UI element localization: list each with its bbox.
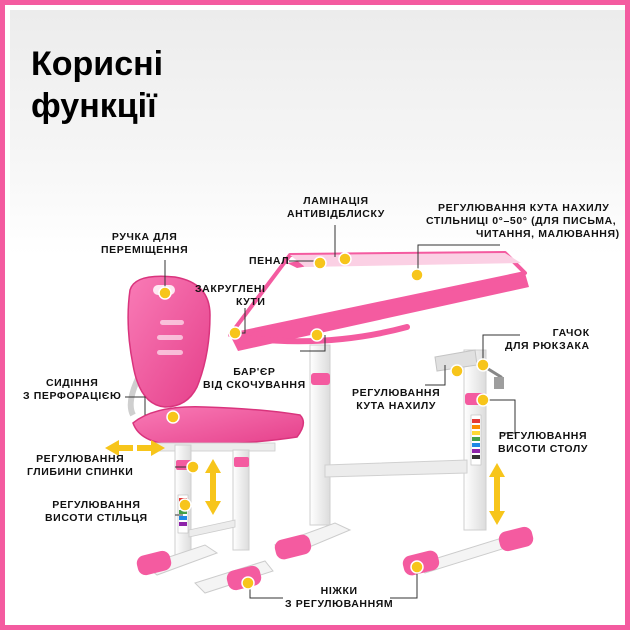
page-title: Корисні функції — [31, 43, 163, 127]
callout-back-depth: РЕГУЛЮВАННЯ ГЛИБИНИ СПИНКИ — [27, 453, 134, 478]
desk-chair-illustration — [105, 225, 534, 599]
callout-lamination: ЛАМІНАЦІЯ АНТИВІДБЛИСКУ — [287, 195, 385, 220]
marker-dot — [450, 364, 464, 378]
adjust-arrow-icon — [105, 440, 505, 525]
callout-rounded-corners: ЗАКРУГЛЕНІ КУТИ — [195, 283, 266, 308]
leader-lines — [125, 225, 520, 599]
marker-dot — [410, 268, 424, 282]
callout-seat: СИДІННЯ З ПЕРФОРАЦІЄЮ — [23, 377, 122, 402]
desk-height-scale — [470, 414, 482, 466]
title-line-1: Корисні — [31, 45, 164, 83]
marker-dots — [158, 252, 490, 590]
marker-dot — [158, 286, 172, 300]
callout-barrier: БАР'ЄР ВІД СКОЧУВАННЯ — [203, 366, 306, 391]
title-line-2: функції — [31, 87, 157, 125]
callout-feet: НІЖКИ З РЕГУЛЮВАННЯМ — [285, 585, 394, 610]
callout-tilt-adjust: РЕГУЛЮВАННЯ КУТА НАХИЛУ — [352, 387, 441, 412]
marker-dot — [241, 576, 255, 590]
background-band — [10, 10, 625, 255]
marker-dot — [313, 256, 327, 270]
marker-dot — [338, 252, 352, 266]
marker-dot — [186, 460, 200, 474]
callout-hook: ГАЧОК ДЛЯ РЮКЗАКА — [505, 327, 590, 352]
marker-dot — [310, 328, 324, 342]
chair-illustration — [127, 275, 305, 594]
marker-dot — [410, 560, 424, 574]
callout-handle: РУЧКА ДЛЯ ПЕРЕМІЩЕННЯ — [101, 231, 189, 256]
callout-chair-height: РЕГУЛЮВАННЯ ВИСОТИ СТІЛЬЦЯ — [45, 499, 148, 524]
marker-dot — [476, 393, 490, 407]
marker-dot — [178, 498, 192, 512]
callout-tilt-angle: РЕГУЛЮВАННЯ КУТА НАХИЛУ СТІЛЬНИЦІ 0°–50°… — [426, 202, 620, 240]
callout-pencil-case: ПЕНАЛ — [249, 255, 290, 267]
desk-illustration — [228, 251, 534, 576]
marker-dot — [228, 326, 242, 340]
marker-dot — [476, 358, 490, 372]
callout-desk-height: РЕГУЛЮВАННЯ ВИСОТИ СТОЛУ — [498, 430, 588, 455]
marker-dot — [166, 410, 180, 424]
